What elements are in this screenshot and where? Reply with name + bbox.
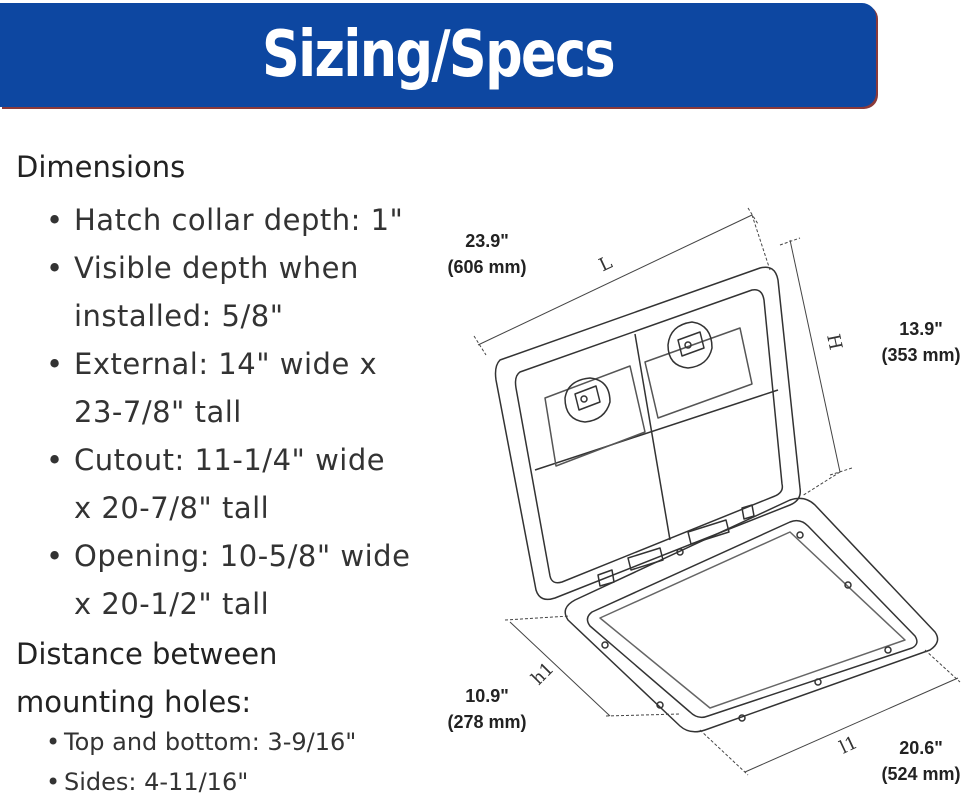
label-H: H (822, 332, 846, 352)
list-item: Sides: 4-11/16" (46, 762, 356, 802)
dimensions-list: Hatch collar depth: 1" Visible depth whe… (42, 196, 412, 628)
list-item: Top and bottom: 3-9/16" (46, 722, 356, 762)
measurement-L: 23.9" (606 mm) (432, 228, 542, 280)
mounting-list: Top and bottom: 3-9/16" Sides: 4-11/16" (46, 722, 356, 802)
title-banner (0, 3, 876, 107)
mounting-heading-text: Distance between mounting holes (16, 637, 278, 719)
list-item: Visible depth when installed: 5/8" (42, 244, 412, 340)
measurement-l1-mm: (524 mm) (881, 764, 961, 784)
measurement-L-inches: 23.9" (465, 231, 509, 251)
measurement-L-mm: (606 mm) (447, 257, 527, 277)
label-L: L (596, 252, 616, 276)
measurement-l1-inches: 20.6" (899, 738, 943, 758)
mounting-heading-suffix: : (241, 685, 252, 719)
list-item: Opening: 10-5/8" wide x 20-1/2" tall (42, 532, 412, 628)
dimensions-heading: Dimensions (16, 150, 186, 184)
page-title: Sizing/Specs (261, 18, 616, 92)
list-item: External: 14" wide x 23-7/8" tall (42, 340, 412, 436)
list-item: Hatch collar depth: 1" (42, 196, 412, 244)
mounting-heading: Distance between mounting holes: (16, 630, 316, 726)
list-item: Cutout: 11-1/4" wide x 20-7/8" tall (42, 436, 412, 532)
measurement-H-mm: (353 mm) (881, 345, 961, 365)
measurement-h1-inches: 10.9" (465, 686, 509, 706)
label-l1: l1 (836, 732, 860, 758)
measurement-h1: 10.9" (278 mm) (432, 683, 542, 735)
measurement-h1-mm: (278 mm) (447, 712, 527, 732)
measurement-l1: 20.6" (524 mm) (868, 735, 974, 787)
measurement-H-inches: 13.9" (899, 319, 943, 339)
measurement-H: 13.9" (353 mm) (868, 316, 974, 368)
